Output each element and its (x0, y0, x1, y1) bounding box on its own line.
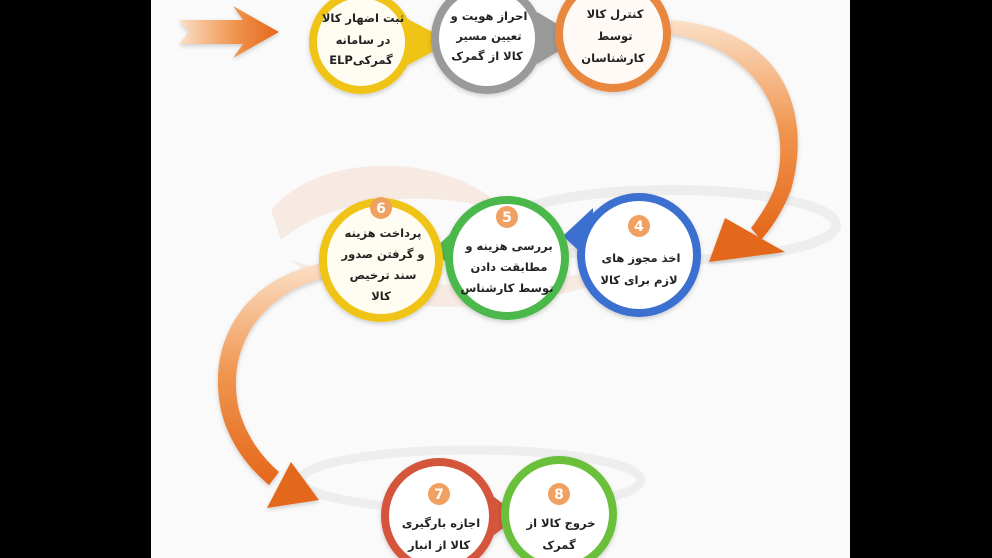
step-5: 5 بررسی هزینه و مطابقت دادن توسط کارشناس (433, 196, 569, 320)
step-2: احراز هویت و تعیین مسیر کالا از گمرک (431, 0, 581, 94)
step-6-number: 6 (376, 201, 386, 217)
step-4-text: اخذ مجوز های لازم برای کالا (598, 251, 681, 287)
step-4: 4 اخذ مجوز های لازم برای کالا (563, 193, 701, 317)
step-7-badge (428, 483, 450, 505)
process-flow-diagram: ثبت اضهار کالا در سامانه گمرکیELP احراز … (179, 0, 841, 558)
step-7: 7 اجازه بارگیری کالا از انبار (381, 458, 519, 558)
step-3-text: کنترل کالا توسط کارشناسان (581, 7, 645, 65)
step-3: کنترل کالا توسط کارشناسان (555, 0, 671, 92)
step-5-number: 5 (502, 210, 512, 226)
step-6-text: پرداخت هزینه و گرفتن صدور سند ترخیص کالا (337, 226, 424, 303)
step-5-badge (496, 206, 518, 228)
curved-arrow-icon (671, 20, 798, 262)
start-arrow-icon (179, 6, 279, 58)
step-6-badge (370, 197, 392, 219)
slide: ثبت اضهار کالا در سامانه گمرکیELP احراز … (151, 0, 850, 558)
step-1: ثبت اضهار کالا در سامانه گمرکیELP (309, 0, 451, 94)
step-7-number: 7 (434, 487, 444, 503)
step-8-text: خروج کالا از گمرک (522, 516, 595, 552)
step-8: 8 خروج کالا از گمرک (501, 456, 617, 558)
step-7-text: اجازه بارگیری کالا از انبار (398, 516, 480, 552)
step-6: 6 پرداخت هزینه و گرفتن صدور سند ترخیص کا… (319, 197, 443, 322)
step-5-text: بررسی هزینه و مطابقت دادن توسط کارشناس (461, 239, 554, 296)
curved-arrow-icon (217, 262, 331, 508)
step-1-text: ثبت اضهار کالا در سامانه گمرکیELP (318, 11, 404, 67)
step-2-text: احراز هویت و تعیین مسیر کالا از گمرک (447, 9, 528, 63)
step-8-badge (548, 483, 570, 505)
step-8-number: 8 (554, 487, 564, 503)
step-4-number: 4 (634, 219, 644, 235)
step-4-badge (628, 215, 650, 237)
